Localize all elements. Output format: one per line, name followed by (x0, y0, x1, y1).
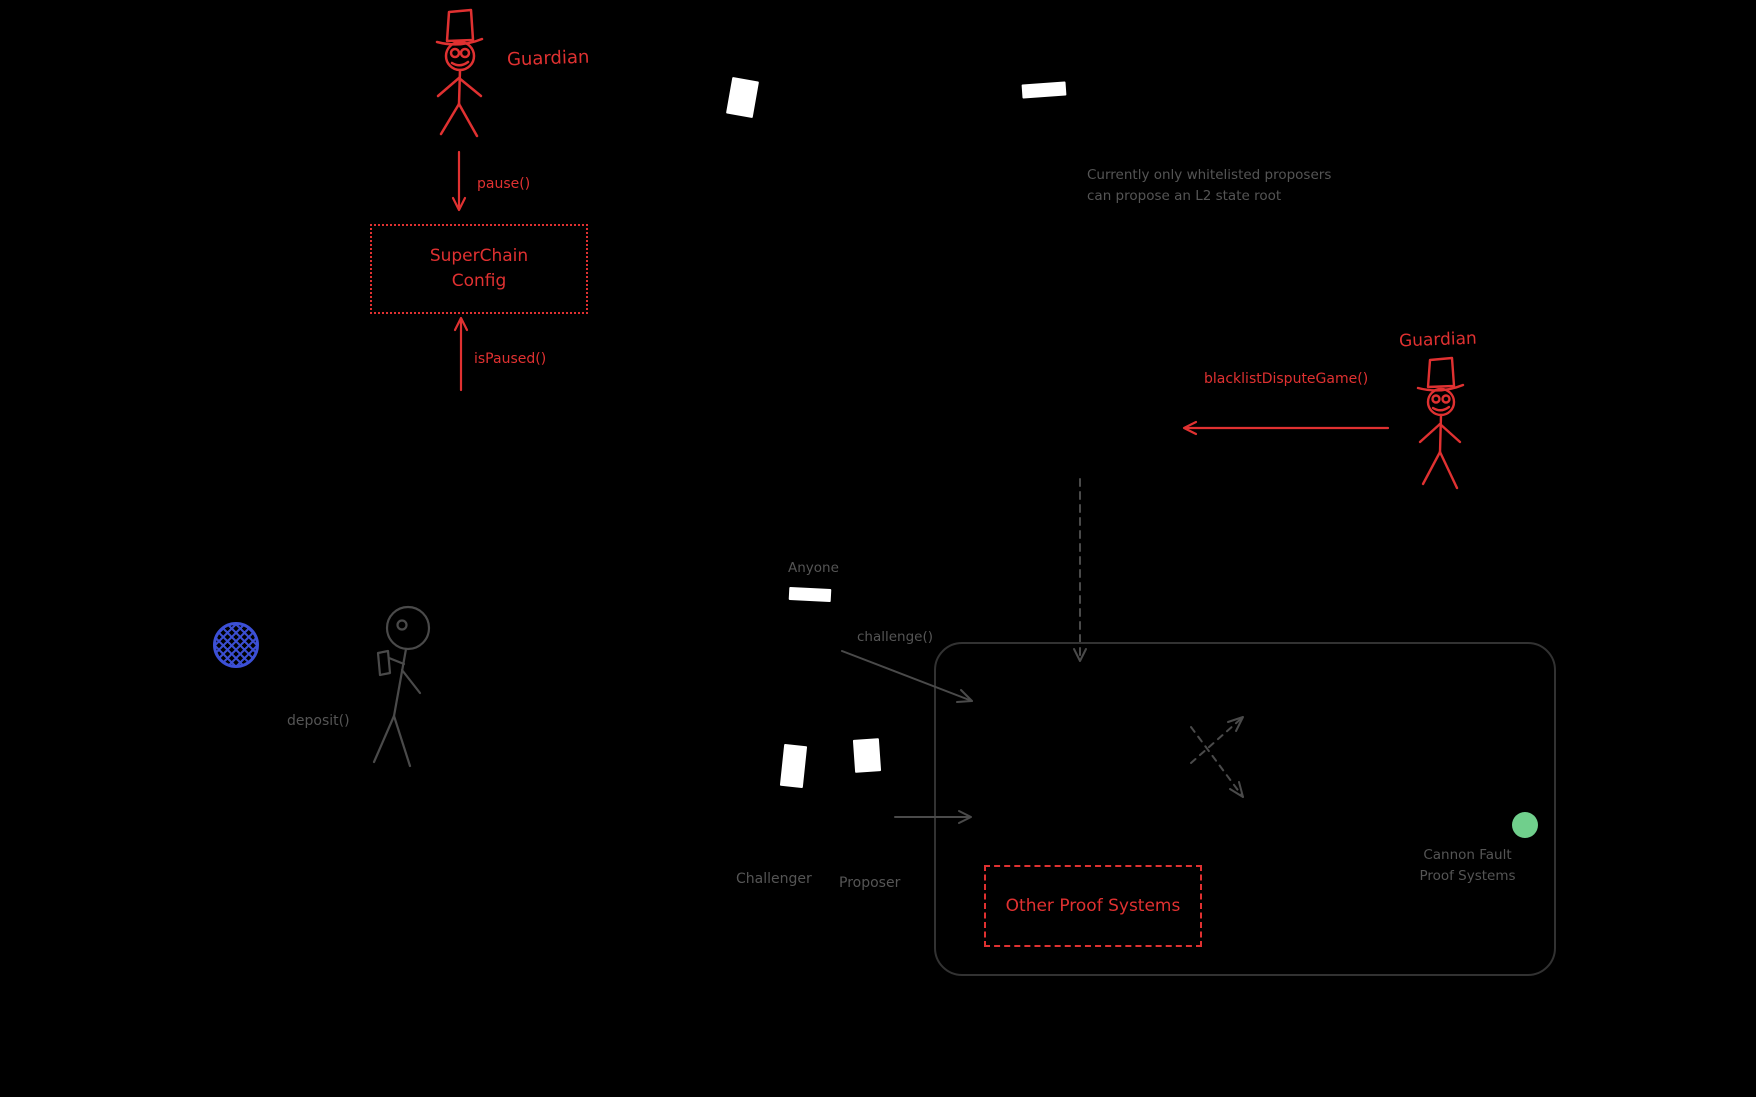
propose-arrow (894, 810, 972, 824)
challenge-label: challenge() (857, 629, 934, 645)
blacklist-arrow (1182, 420, 1390, 436)
guardian-right-label: Guardian (1398, 328, 1478, 352)
eth-token-icon (213, 622, 259, 668)
document-icon (788, 586, 832, 603)
guardian-stick-figure-icon (1416, 356, 1465, 490)
is-paused-label: isPaused() (474, 351, 547, 367)
cannon-label-line1: Cannon Fault (1423, 847, 1512, 863)
proposer-label: Proposer (839, 875, 901, 891)
cannon-green-dot-icon (1512, 812, 1538, 838)
superchain-config-line1: SuperChain (429, 246, 529, 267)
document-icon (725, 76, 760, 119)
guardian-top-label: Guardian (506, 46, 590, 71)
pause-label: pause() (477, 176, 531, 192)
document-icon (779, 743, 808, 789)
anyone-label: Anyone (788, 560, 839, 576)
challenger-label: Challenger (736, 871, 812, 887)
other-proof-systems-box: Other Proof Systems (984, 865, 1202, 947)
factory-to-proof-dashed-arrows (1190, 716, 1244, 798)
cannon-fault-proof-label: Cannon Fault Proof Systems (1405, 845, 1530, 887)
deposit-label: deposit() (287, 713, 350, 729)
proof-systems-container (934, 642, 1556, 976)
superchain-config-box: SuperChain Config (370, 224, 588, 314)
cannon-label-line2: Proof Systems (1419, 867, 1516, 884)
user-stick-figure-icon (372, 605, 431, 768)
dispute-game-dashed-arrow (1073, 478, 1087, 662)
other-proof-systems-label: Other Proof Systems (1005, 896, 1181, 916)
blacklist-dispute-game-label: blacklistDisputeGame() (1204, 371, 1369, 387)
document-icon (852, 738, 882, 773)
is-paused-arrow (453, 316, 469, 392)
superchain-config-line2: Config (451, 271, 507, 291)
whitelist-note-line2: can propose an L2 state root (1087, 187, 1282, 204)
guardian-stick-figure-icon (435, 8, 484, 138)
challenge-arrow (841, 650, 973, 703)
document-icon (1021, 81, 1067, 99)
whitelist-note-line1: Currently only whitelisted proposers (1087, 167, 1332, 183)
whitelist-note: Currently only whitelisted proposers can… (1087, 165, 1357, 207)
pause-arrow (451, 150, 467, 212)
